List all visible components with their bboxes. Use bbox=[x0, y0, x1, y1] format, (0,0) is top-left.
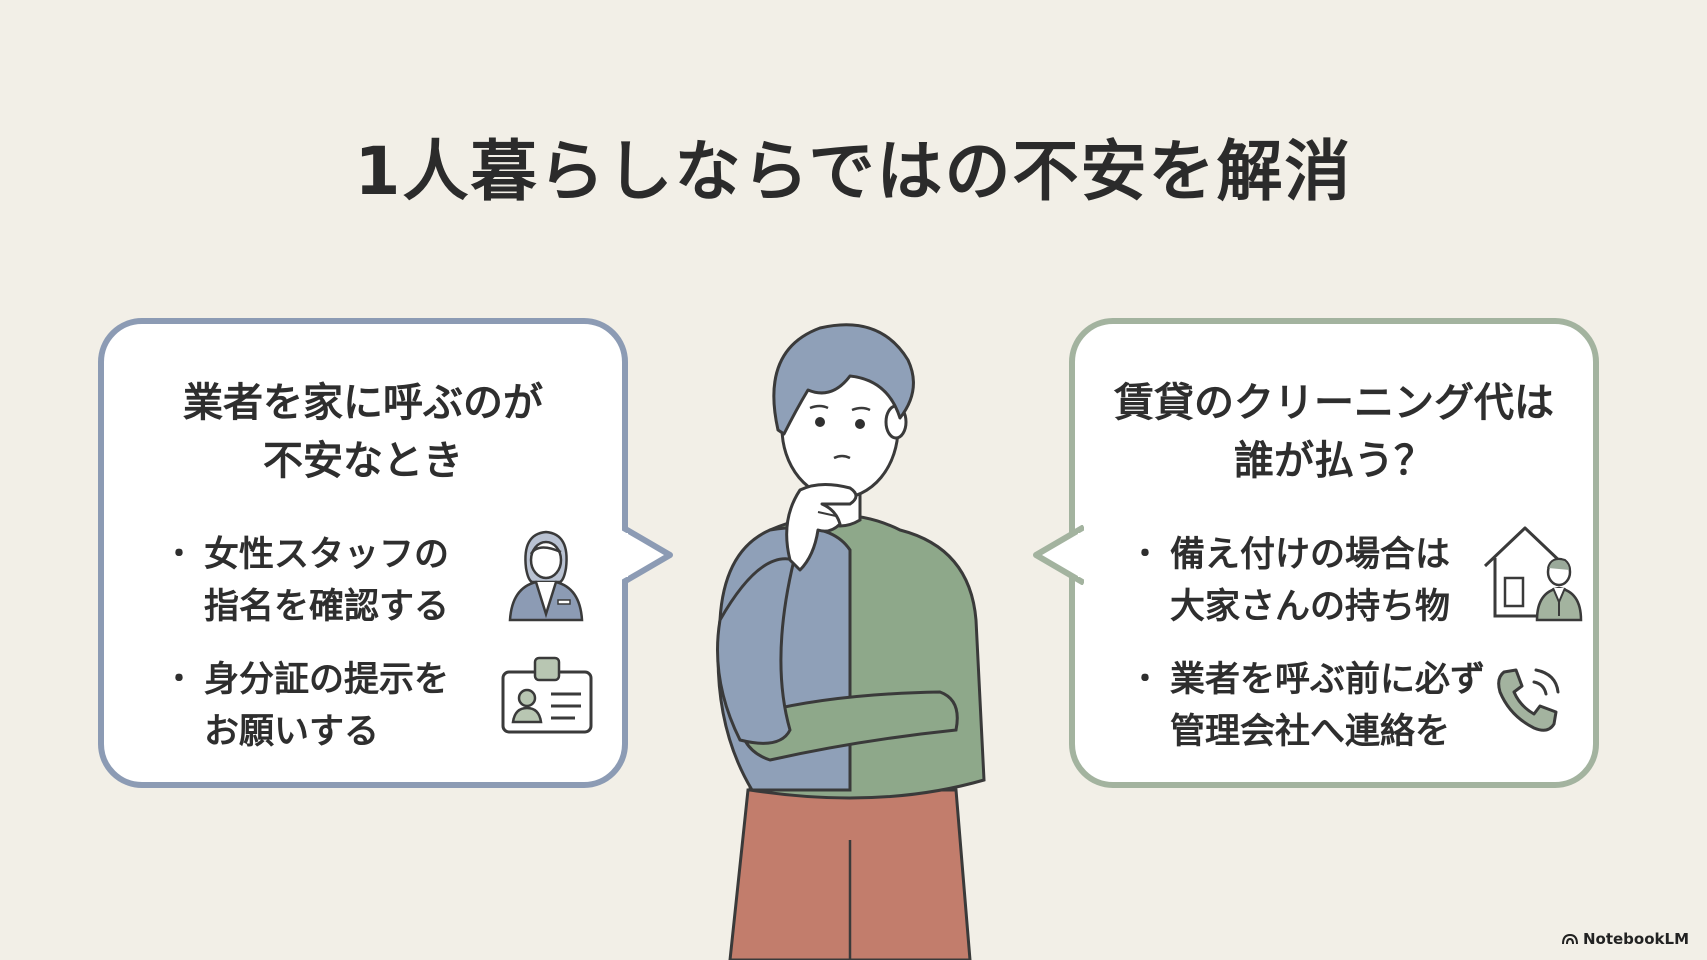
thinking-person-figure bbox=[716, 323, 986, 960]
left-bubble-tail bbox=[622, 525, 673, 585]
notebooklm-logo-icon bbox=[1561, 933, 1578, 945]
left-item-1-text: 女性スタッフの 指名を確認する bbox=[204, 535, 450, 627]
right-bubble-heading: 賃貸のクリーニング代は 誰が払う？ bbox=[1114, 380, 1554, 484]
id-card-icon bbox=[501, 656, 593, 734]
left-item-2-text: 身分証の提示を お願いする bbox=[204, 660, 450, 752]
bullet: ・ bbox=[164, 662, 194, 697]
right-item-1-text: 備え付けの場合は 大家さんの持ち物 bbox=[1170, 535, 1451, 627]
bullet: ・ bbox=[1130, 662, 1160, 697]
phone-icon bbox=[1497, 668, 1560, 732]
right-item-2-text: 業者を呼ぶ前に必ず 管理会社へ連絡を bbox=[1170, 660, 1486, 752]
right-bubble-tail bbox=[1033, 525, 1084, 585]
bullet: ・ bbox=[1130, 537, 1160, 572]
page-title: 1人暮らしならではの不安を解消 bbox=[354, 133, 1353, 210]
left-speech-bubble: 業者を家に呼ぶのが 不安なとき ・ 女性スタッフの 指名を確認する ・ 身分証の… bbox=[98, 318, 628, 788]
bullet: ・ bbox=[164, 537, 194, 572]
right-speech-bubble: 賃貸のクリーニング代は 誰が払う？ ・ 備え付けの場合は 大家さんの持ち物 ・ … bbox=[1069, 318, 1599, 788]
house-landlord-icon bbox=[1483, 526, 1583, 622]
left-bubble-heading: 業者を家に呼ぶのが 不安なとき bbox=[183, 380, 543, 484]
female-staff-icon bbox=[508, 530, 584, 622]
notebooklm-brand: NotebookLM bbox=[1561, 930, 1689, 948]
brand-label: NotebookLM bbox=[1582, 930, 1689, 948]
